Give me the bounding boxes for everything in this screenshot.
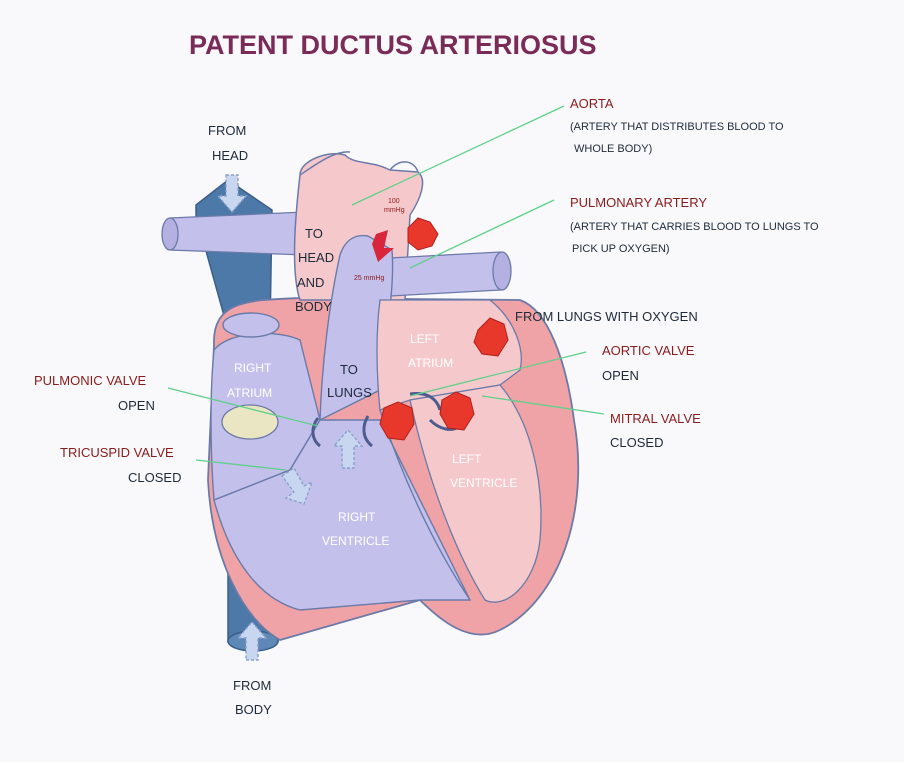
aortic-valve-label: AORTIC VALVE [602,343,695,358]
right-pulmonary-branch [389,251,501,297]
flow-marker-pulmonary [407,217,439,251]
flow-marker-mitral [439,391,475,431]
to-head-body-line2: HEAD [298,250,334,265]
pointer-aorta [351,105,565,206]
left-ventricle-label-line2: VENTRICLE [450,476,517,490]
aortic-valve [409,392,442,411]
right-atrium-label-line2: ATRIUM [227,386,272,400]
diagram-title: PATENT DUCTUS ARTERIOSUS [189,30,597,60]
pulmonary-artery-desc-line2: PICK UP OXYGEN) [572,243,670,255]
pointer-tricuspid-valve [195,459,287,471]
to-head-body-line4: BODY [295,299,332,314]
aorta-desc-line1: (ARTERY THAT DISTRIBUTES BLOOD TO [570,121,784,133]
right-ventricle-label-line2: VENTRICLE [322,534,389,548]
from-body-line2: BODY [235,702,272,717]
mitral-valve-state: CLOSED [610,435,663,450]
left-atrium-label-line2: ATRIUM [408,356,453,370]
left-ventricle [409,384,542,603]
pulmonary-artery-label: PULMONARY ARTERY [570,195,707,210]
right-atrium-label-line1: RIGHT [234,361,272,375]
flow-marker-from-lungs [473,317,509,357]
left-pulmonary-branch [169,211,306,256]
to-head-body-line3: AND [297,275,324,290]
shunt-arrow [372,230,394,262]
pulmonary-artery-desc-line1: (ARTERY THAT CARRIES BLOOD TO LUNGS TO [570,221,819,233]
left-atrium-label-line1: LEFT [410,332,440,346]
tricuspid-valve-state: CLOSED [128,470,181,485]
pulmonic-valve-label: PULMONIC VALVE [34,373,147,388]
pressure-low: 25 mmHg [354,275,384,282]
aorta-desc-line2: WHOLE BODY) [574,143,652,155]
pointer-pulmonary-artery [409,199,555,269]
right-ventricle-label-line1: RIGHT [338,510,376,524]
pulmonic-valve [311,417,321,448]
to-lungs-line1: TO [340,362,358,377]
from-head-line1: FROM [208,123,246,138]
from-head-line2: HEAD [212,148,248,163]
pointer-aortic-valve [409,351,587,397]
pointer-pulmonic-valve [167,387,319,427]
tricuspid-valve-label: TRICUSPID VALVE [60,445,174,460]
from-lungs-label: FROM LUNGS WITH OXYGEN [515,309,698,324]
to-lungs-line2: LUNGS [327,385,372,400]
flow-arrow-from-body [236,620,268,661]
pulmonic-valve-state: OPEN [118,398,155,413]
pressure-high-value: 100 [388,198,400,205]
pointer-mitral-valve [481,395,605,415]
to-head-body-line1: TO [305,226,323,241]
flow-marker-aortic [379,401,415,441]
aorta-label: AORTA [570,96,614,111]
aortic-valve-state: OPEN [602,368,639,383]
flow-arrow-tricuspid [280,466,314,505]
from-body-line1: FROM [233,678,271,693]
pressure-high-unit: mmHg [384,207,405,214]
flow-arrow-pulmonic [332,428,364,469]
mitral-valve-label: MITRAL VALVE [610,411,701,426]
flow-arrow-from-head [216,174,248,214]
fossa-ellipse [221,404,279,440]
left-ventricle-label-line1: LEFT [452,452,482,466]
